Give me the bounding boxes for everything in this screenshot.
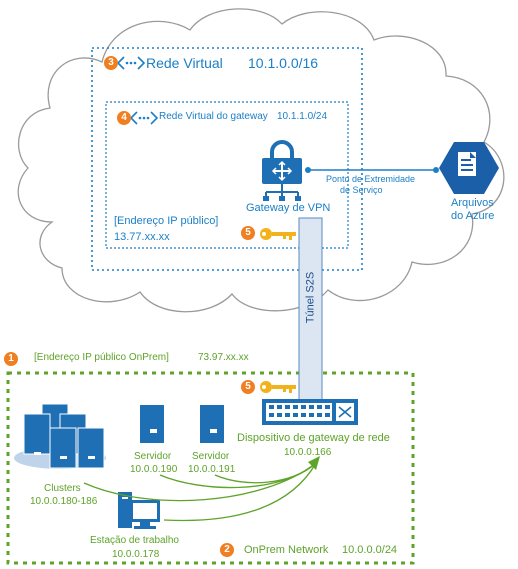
endpoint-label-line1: Ponto de Extremidade: [326, 174, 416, 184]
endpoint-label-line2: de Serviço: [340, 185, 383, 195]
onprem-public-ip-badge: 1: [4, 352, 18, 366]
server-icon-2: [200, 405, 224, 443]
azure-cloud: [17, 8, 505, 313]
gateway-subnet-boundary: [105, 101, 349, 249]
vpn-gateway-label: Gateway de VPN: [246, 202, 331, 214]
onprem-connections: [83, 462, 317, 522]
network-device-label: Dispositivo de gateway de rede: [237, 432, 390, 444]
onprem-network-label: OnPrem Network: [244, 544, 329, 556]
network-device-ip: 10.0.0.166: [284, 447, 332, 458]
vnet-label: Rede Virtual: [146, 55, 223, 71]
azure-files-label-line2: do Azure: [451, 210, 495, 222]
azure-public-ip-value: 13.77.xx.xx: [114, 231, 170, 243]
vnet-boundary: [91, 47, 363, 271]
key-icon-onprem: [260, 381, 296, 393]
onprem-public-ip-value: 73.97.xx.xx: [198, 352, 249, 363]
vnet-cidr: 10.1.0.0/16: [248, 55, 319, 71]
clusters-icon: [14, 403, 106, 469]
network-gateway-device-icon: [262, 399, 358, 425]
gateway-vnet-cidr: 10.1.1.0/24: [277, 111, 328, 122]
server-2-ip: 10.0.0.191: [188, 464, 236, 475]
s2s-tunnel-label: Túnel S2S: [304, 271, 317, 324]
gateway-vnet-label: Rede Virtual do gateway: [159, 111, 268, 122]
azure-files-icon: [439, 142, 499, 194]
onprem-network-badge: 2: [220, 543, 234, 557]
connection-arrowhead: [308, 456, 320, 470]
server-1-label: Servidor: [134, 451, 172, 462]
clusters-ip: 10.0.0.180-186: [30, 496, 98, 507]
workstation-icon: [118, 492, 160, 529]
azure-public-ip-label: [Endereço IP público]: [114, 215, 219, 227]
gateway-vnet-badge: 4: [117, 111, 131, 125]
key-icon-azure: [260, 228, 296, 240]
onprem-key-badge: 5: [241, 380, 255, 394]
onprem-public-ip-label: [Endereço IP público OnPrem]: [34, 352, 169, 363]
azure-key-badge: 5: [241, 226, 255, 240]
vnet-icon: [116, 56, 146, 70]
onprem-network-cidr: 10.0.0.0/24: [342, 544, 398, 556]
server-icon-1: [140, 405, 164, 443]
vnet-badge: 3: [104, 56, 118, 70]
server-2-label: Servidor: [192, 451, 230, 462]
server-1-ip: 10.0.0.190: [130, 464, 178, 475]
clusters-label: Clusters: [44, 483, 81, 494]
gateway-vnet-icon: [129, 111, 159, 125]
workstation-ip: 10.0.0.178: [112, 549, 160, 560]
vpn-gateway-icon: [262, 140, 302, 201]
workstation-label: Estação de trabalho: [90, 535, 179, 546]
azure-files-label-line1: Arquivos: [451, 197, 494, 209]
